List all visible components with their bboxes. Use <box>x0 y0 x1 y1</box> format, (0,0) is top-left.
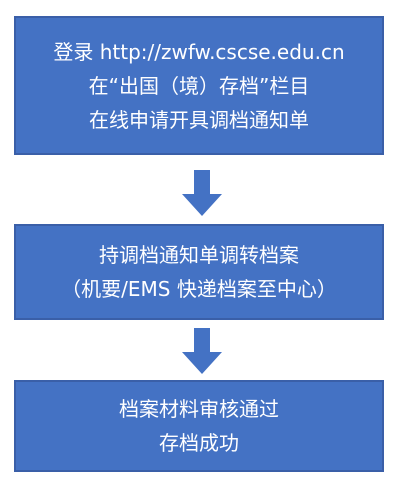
arrow-2-shape <box>182 328 222 374</box>
step-box-transfer: 持调档通知单调转档案 （机要/EMS 快递档案至中心） <box>14 224 384 320</box>
arrow-down-icon <box>182 328 222 374</box>
step-box-apply: 登录 http://zwfw.cscse.edu.cn 在“出国（境）存档”栏目… <box>14 16 384 155</box>
step-3-line-2: 存档成功 <box>159 431 239 455</box>
step-1-line-3: 在线申请开具调档通知单 <box>89 107 309 132</box>
arrow-1-shape <box>182 170 222 216</box>
step-1-line-2: 在“出国（境）存档”栏目 <box>88 73 310 98</box>
step-1-line-1: 登录 http://zwfw.cscse.edu.cn <box>53 39 345 64</box>
step-2-line-1: 持调档通知单调转档案 <box>99 243 299 267</box>
step-box-approved: 档案材料审核通过 存档成功 <box>14 380 384 472</box>
arrow-down-icon <box>182 170 222 216</box>
step-2-line-2: （机要/EMS 快递档案至中心） <box>61 277 337 301</box>
step-3-line-1: 档案材料审核通过 <box>119 397 279 421</box>
